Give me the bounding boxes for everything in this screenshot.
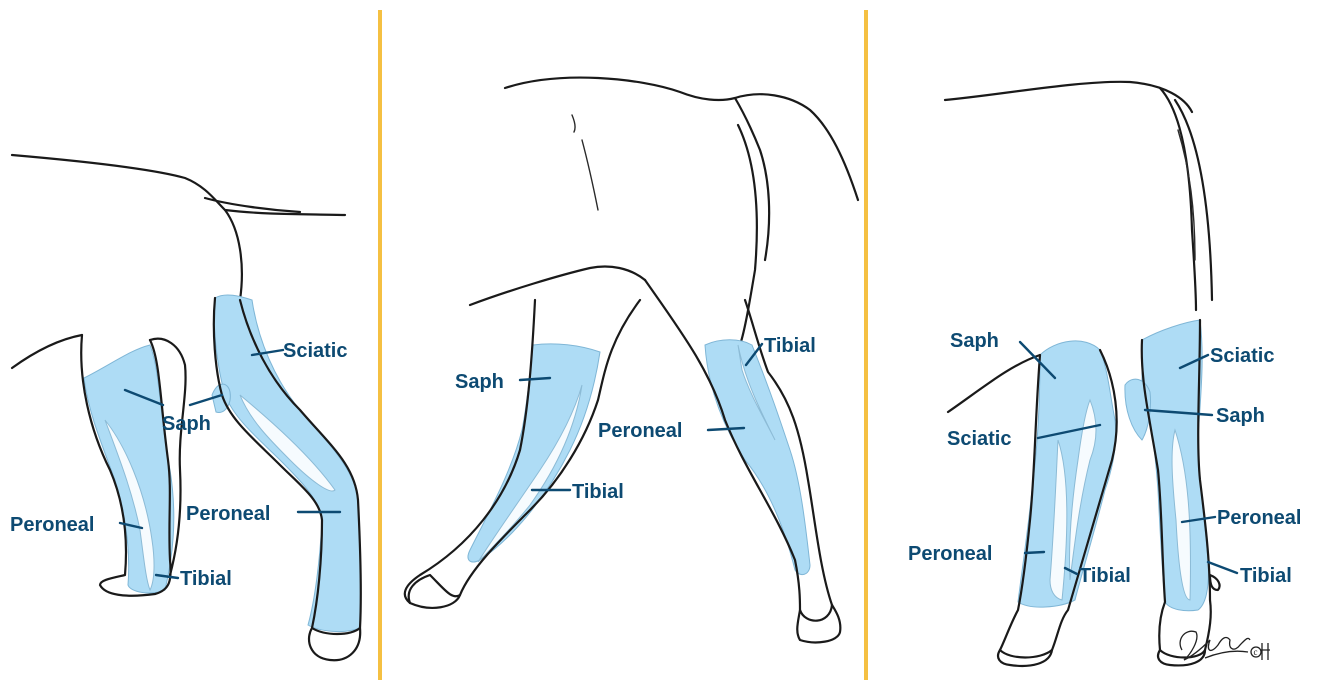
dog-label-saph: Saph bbox=[162, 413, 211, 435]
horse-rear-back bbox=[945, 82, 1192, 112]
dog-back-line bbox=[12, 155, 345, 215]
dog-label-peroneal-left: Peroneal bbox=[10, 514, 94, 536]
horse-side-belly bbox=[470, 267, 645, 306]
horse-side-label-saph: Saph bbox=[455, 371, 504, 393]
horse-rear-label-saph-right: Saph bbox=[1216, 405, 1265, 427]
dog-rump bbox=[225, 210, 242, 300]
horse-side-panel: Saph Tibial Peroneal Tibial bbox=[405, 78, 858, 643]
horse-rear-label-sciatic-right: Sciatic bbox=[1210, 345, 1274, 367]
horse-rear-label-tibial-right: Tibial bbox=[1240, 565, 1292, 587]
horse-rear-label-sciatic-center: Sciatic bbox=[947, 428, 1011, 450]
horse-rear-tail-1 bbox=[1160, 88, 1196, 310]
horse-rear-right-ergot bbox=[1210, 575, 1220, 590]
horse-rear-tibial-right-leader bbox=[1208, 562, 1237, 573]
dog-label-sciatic: Sciatic bbox=[283, 340, 347, 362]
dog-hindlimb-panel: Sciatic Saph Peroneal Peroneal Tibial bbox=[10, 155, 361, 660]
horse-side-label-peroneal: Peroneal bbox=[598, 420, 682, 442]
dog-belly bbox=[12, 335, 82, 368]
dog-label-peroneal-right: Peroneal bbox=[186, 503, 270, 525]
horse-side-label-tibial-top: Tibial bbox=[764, 335, 816, 357]
horse-side-far-hoof bbox=[409, 575, 460, 603]
horse-side-back bbox=[505, 78, 858, 200]
horse-side-hip bbox=[738, 125, 757, 345]
horse-rear-label-saph-left: Saph bbox=[950, 330, 999, 352]
horse-side-tail bbox=[735, 98, 769, 260]
dog-label-tibial: Tibial bbox=[180, 568, 232, 590]
horse-side-near-hoof bbox=[797, 605, 840, 642]
horse-side-muscle-1 bbox=[572, 115, 575, 132]
horse-side-near-zone bbox=[705, 340, 810, 575]
horse-rear-label-peroneal-left: Peroneal bbox=[908, 543, 992, 565]
horse-rear-label-peroneal-right: Peroneal bbox=[1217, 507, 1301, 529]
horse-rear-panel: Saph Sciatic Sciatic Saph Peroneal Peron… bbox=[908, 82, 1301, 666]
horse-rear-belly bbox=[948, 355, 1040, 412]
svg-text:c: c bbox=[1254, 647, 1258, 657]
horse-side-label-tibial-bottom: Tibial bbox=[572, 481, 624, 503]
horse-rear-peroneal-left-leader bbox=[1025, 552, 1044, 553]
horse-rear-label-tibial-center: Tibial bbox=[1079, 565, 1131, 587]
horse-side-muscle-2 bbox=[582, 140, 598, 210]
